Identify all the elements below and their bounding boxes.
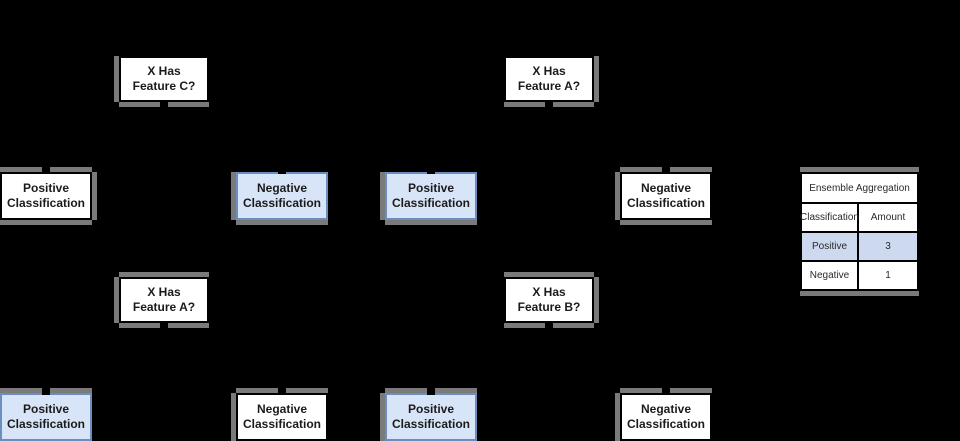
connector-stub: [427, 165, 435, 174]
cell-positive-amount: 3: [859, 233, 917, 260]
tree1-question-node: X Has Feature C?: [119, 56, 209, 109]
connector-stub: [278, 165, 286, 174]
leaf-text-line2: Classification: [626, 196, 706, 210]
question-text-line1: X Has: [147, 284, 181, 299]
question-text-line2: Feature C?: [132, 79, 196, 93]
leaf-text-line2: Classification: [391, 196, 471, 210]
leaf-text-line1: Negative: [640, 401, 692, 416]
question-text-line2: Feature A?: [132, 300, 196, 314]
tree4-negative-leaf-node: Negative Classification: [620, 386, 712, 441]
cell-negative-label: Negative: [802, 262, 859, 289]
leaf-text-line2: Classification: [6, 196, 86, 210]
table-row-negative: Negative 1: [802, 260, 917, 289]
tree4-positive-leaf-node-selected: Positive Classification: [385, 386, 477, 441]
question-text-line2: Feature B?: [517, 300, 581, 314]
tree4-question-node: X Has Feature B?: [504, 277, 594, 330]
connector-stub: [545, 321, 553, 330]
leaf-text-line2: Classification: [6, 417, 86, 431]
leaf-text-line1: Positive: [407, 180, 455, 195]
question-text-line1: X Has: [532, 284, 566, 299]
tree3-question-node: X Has Feature A?: [119, 277, 209, 330]
table-title-row: Ensemble Aggregation: [802, 174, 917, 202]
cell-positive-label: Positive: [802, 233, 859, 260]
column-header-amount: Amount: [870, 212, 906, 223]
cell-negative-amount: 1: [885, 270, 891, 281]
leaf-text-line1: Positive: [22, 180, 70, 195]
table-title: Ensemble Aggregation: [809, 182, 910, 194]
question-text-line1: X Has: [147, 63, 181, 78]
tree2-question-node: X Has Feature A?: [504, 56, 594, 109]
connector-stub: [662, 165, 670, 174]
tree1-positive-leaf-node: Positive Classification: [0, 165, 92, 220]
connector-stub: [42, 165, 50, 174]
table-row-positive: Positive 3: [802, 231, 917, 260]
leaf-text-line2: Classification: [242, 196, 322, 210]
connector-stub: [160, 321, 168, 330]
leaf-text-line2: Classification: [242, 417, 322, 431]
question-text-line2: Feature A?: [517, 79, 581, 93]
tree2-negative-leaf-node: Negative Classification: [620, 165, 712, 220]
leaf-text-line2: Classification: [391, 417, 471, 431]
connector-stub: [545, 100, 553, 109]
table-header-row: Classification Amount: [800, 202, 917, 231]
leaf-text-line1: Negative: [640, 180, 692, 195]
connector-stub: [160, 100, 168, 109]
connector-stub: [42, 386, 50, 395]
leaf-text-line1: Positive: [407, 401, 455, 416]
leaf-text-line1: Negative: [256, 401, 308, 416]
question-text-line1: X Has: [532, 63, 566, 78]
tree3-negative-leaf-node: Negative Classification: [236, 386, 328, 441]
connector-stub: [278, 386, 286, 395]
tree1-negative-leaf-node-selected: Negative Classification: [236, 165, 328, 220]
leaf-text-line2: Classification: [626, 417, 706, 431]
connector-stub: [662, 386, 670, 395]
tree2-positive-leaf-node-selected: Positive Classification: [385, 165, 477, 220]
tree3-positive-leaf-node-selected: Positive Classification: [0, 386, 92, 441]
column-header-classification: Classification: [800, 204, 859, 231]
leaf-text-line1: Negative: [256, 180, 308, 195]
connector-stub: [427, 386, 435, 395]
leaf-text-line1: Positive: [22, 401, 70, 416]
ensemble-aggregation-table: Ensemble Aggregation Classification Amou…: [800, 172, 919, 291]
